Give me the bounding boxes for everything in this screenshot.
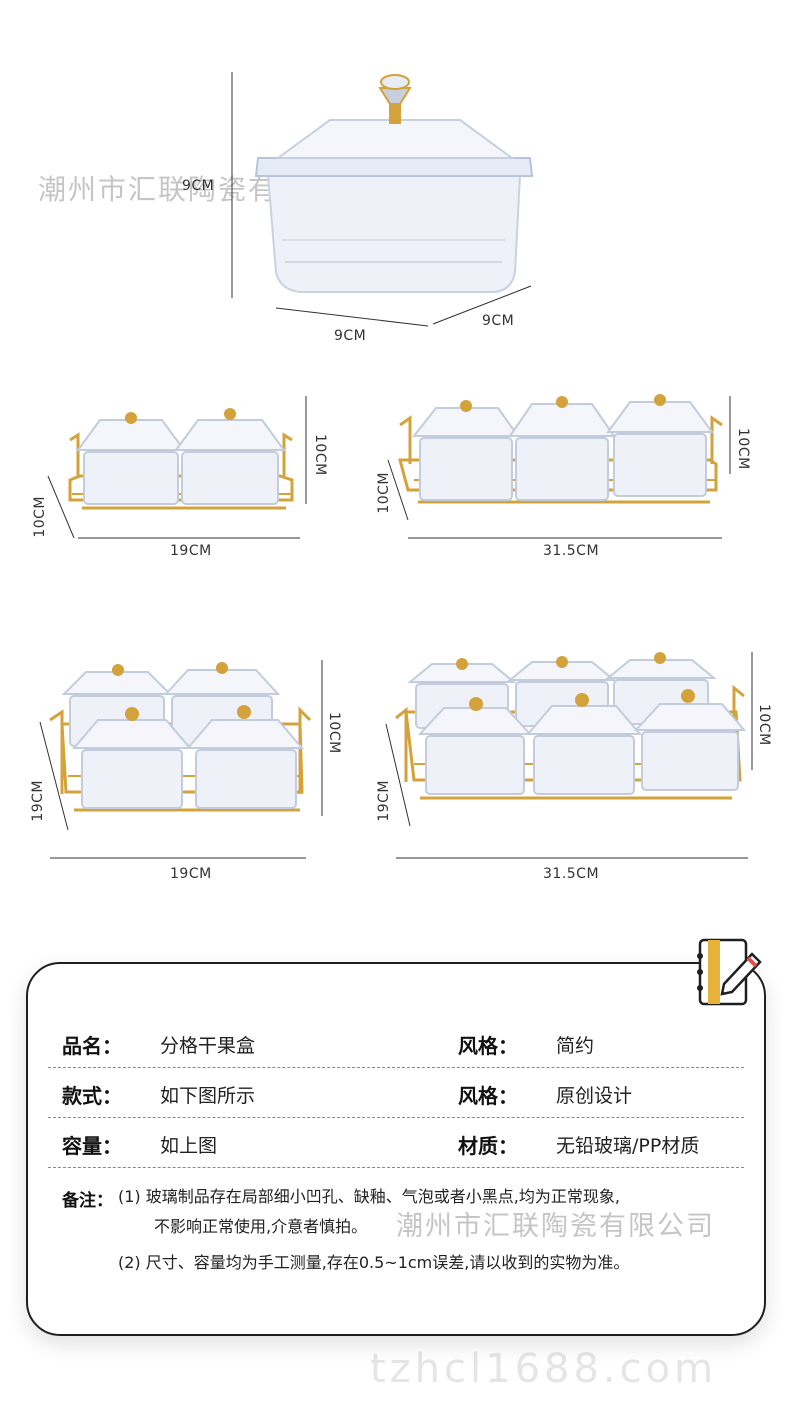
six-width-label: 31.5CM bbox=[543, 866, 600, 882]
spec-style-value: 简约 bbox=[556, 1035, 595, 1057]
spec-model-value: 如下图所示 bbox=[160, 1085, 256, 1107]
spec-capacity-value: 如上图 bbox=[160, 1135, 218, 1157]
single-depth-label: 9CM bbox=[482, 313, 515, 329]
spec-capacity-label: 容量： bbox=[62, 1134, 122, 1158]
spec-row: 品名： 分格干果盒 风格： 简约 bbox=[48, 1018, 744, 1068]
note-label: 备注： bbox=[62, 1191, 113, 1211]
spec-style-label: 风格： bbox=[458, 1084, 518, 1108]
quad-width-label: 19CM bbox=[170, 866, 212, 882]
watermark-card: 潮州市汇联陶瓷有限公司 bbox=[396, 1211, 715, 1242]
note-line-1: (1) 玻璃制品存在局部细小凹孔、缺釉、气泡或者小黑点,均为正常现象, bbox=[118, 1187, 620, 1206]
quad-height-label: 10CM bbox=[326, 712, 342, 754]
spec-name-value: 分格干果盒 bbox=[160, 1035, 256, 1057]
watermark-bottom: tzhcl1688.com bbox=[370, 1346, 718, 1392]
double-depth-label: 10CM bbox=[32, 496, 48, 538]
six-depth-label: 19CM bbox=[376, 780, 392, 822]
triple-depth-label: 10CM bbox=[376, 472, 392, 514]
notebook-pencil-icon bbox=[697, 938, 762, 1006]
spec-material-label: 材质： bbox=[458, 1134, 518, 1158]
spec-model-label: 款式： bbox=[62, 1084, 122, 1108]
single-height-label: 9CM bbox=[182, 178, 215, 194]
quad-box-image bbox=[39, 660, 323, 859]
spec-style-label: 风格： bbox=[458, 1034, 518, 1058]
divider bbox=[48, 1167, 744, 1168]
spec-card: 品名： 分格干果盒 风格： 简约 款式： 如下图所示 风格： 原创设计 容量： … bbox=[26, 962, 766, 1336]
quad-depth-label: 19CM bbox=[30, 780, 46, 822]
six-height-label: 10CM bbox=[756, 704, 772, 746]
triple-height-label: 10CM bbox=[735, 428, 751, 470]
note-line-2: 不影响正常使用,介意者慎拍。 bbox=[154, 1217, 368, 1236]
divider bbox=[48, 1117, 744, 1118]
single-box-image bbox=[231, 72, 534, 327]
spec-material-value: 无铅玻璃/PP材质 bbox=[556, 1135, 700, 1157]
triple-box-image bbox=[387, 394, 731, 539]
double-height-label: 10CM bbox=[312, 434, 328, 476]
six-box-image bbox=[385, 652, 753, 859]
triple-width-label: 31.5CM bbox=[543, 543, 600, 559]
spec-row: 款式： 如下图所示 风格： 原创设计 bbox=[48, 1068, 744, 1118]
spec-row: 容量： 如上图 材质： 无铅玻璃/PP材质 bbox=[48, 1118, 744, 1168]
note-line-3: (2) 尺寸、容量均为手工测量,存在0.5~1cm误差,请以收到的实物为准。 bbox=[118, 1253, 630, 1272]
double-width-label: 19CM bbox=[170, 543, 212, 559]
spec-style-value: 原创设计 bbox=[556, 1085, 633, 1107]
double-box-image bbox=[47, 396, 307, 539]
single-width-label: 9CM bbox=[334, 328, 367, 344]
divider bbox=[48, 1067, 744, 1068]
spec-name-label: 品名： bbox=[62, 1034, 122, 1058]
